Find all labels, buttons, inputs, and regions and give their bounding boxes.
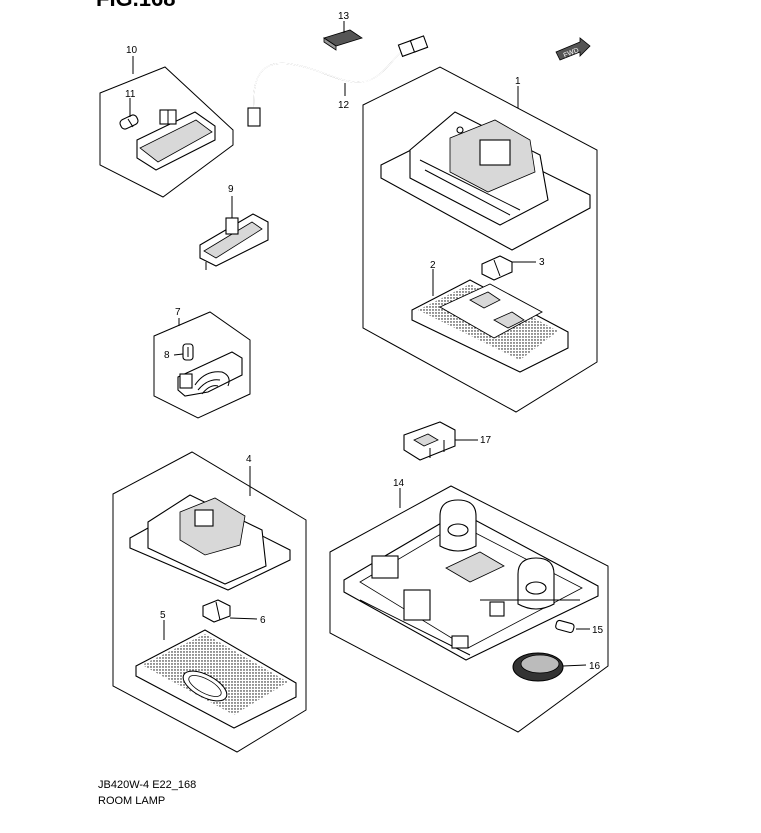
lamp-housing-10 <box>136 109 216 171</box>
bulb-11 <box>119 114 139 130</box>
callout-6: 6 <box>260 615 266 626</box>
callout-11: 11 <box>125 89 136 100</box>
group-14-outline <box>329 485 609 733</box>
figure-name: ROOM LAMP <box>98 795 166 807</box>
figure-title: FIG.168 <box>96 0 175 12</box>
callout-17: 17 <box>480 435 492 446</box>
group-7-outline <box>153 311 251 419</box>
figure-code: JB420W-4 E22_168 <box>98 779 197 791</box>
lens-5 <box>135 629 297 729</box>
callout-14: 14 <box>393 478 405 489</box>
callout-7: 7 <box>175 307 181 318</box>
connector-17 <box>403 421 456 461</box>
callout-5: 5 <box>160 610 166 621</box>
callout-12: 12 <box>338 100 350 111</box>
callout-8: 8 <box>164 350 170 361</box>
lamp-assembly-1 <box>380 111 591 251</box>
callout-1: 1 <box>515 76 521 87</box>
callout-9: 9 <box>228 184 234 195</box>
bulb-6 <box>202 599 231 623</box>
callout-10: 10 <box>126 45 138 56</box>
bracket-14 <box>343 499 599 661</box>
callout-13: 13 <box>338 11 350 22</box>
group-10-outline <box>99 66 234 198</box>
bulb-15 <box>555 619 575 634</box>
bulb-8 <box>182 343 194 361</box>
lamp-assembly-4 <box>129 494 291 591</box>
group-4-outline <box>112 451 307 753</box>
callout-15: 15 <box>592 625 604 636</box>
harness-12 <box>247 35 429 127</box>
callout-3: 3 <box>539 257 545 268</box>
callout-2: 2 <box>430 260 436 271</box>
bulb-3 <box>481 255 513 281</box>
fwd-arrow-icon: FWD <box>555 37 591 61</box>
leader-lines <box>129 21 590 667</box>
lens-16 <box>512 652 564 682</box>
callout-labels: 13 10 11 1 12 9 2 3 7 8 17 4 14 5 6 15 1… <box>125 11 604 672</box>
lens-2 <box>411 279 569 373</box>
pad-13 <box>323 29 363 51</box>
group-1-outline <box>362 66 598 413</box>
lens-9 <box>199 213 269 270</box>
callout-4: 4 <box>246 454 252 465</box>
socket-7 <box>177 351 243 397</box>
callout-16: 16 <box>589 661 601 672</box>
